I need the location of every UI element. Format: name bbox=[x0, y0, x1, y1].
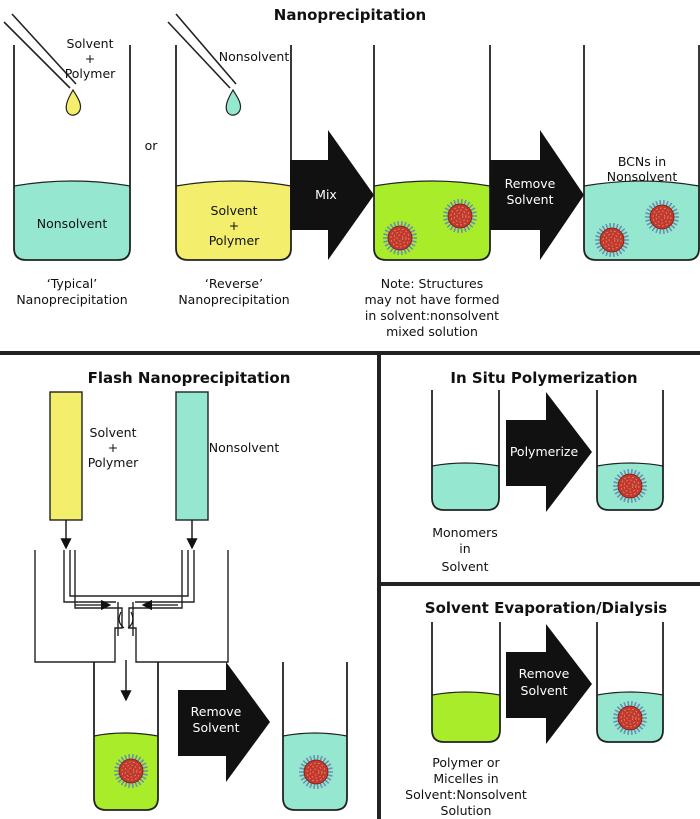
particle bbox=[613, 469, 647, 503]
evap-title: Solvent Evaporation/Dialysis bbox=[425, 599, 667, 617]
caption2-line1: ‘Reverse’ bbox=[205, 276, 263, 291]
pipette1-label-2: + bbox=[85, 51, 95, 66]
arrow-remove-solvent-flash bbox=[178, 662, 270, 782]
flash-title: Flash Nanoprecipitation bbox=[88, 369, 291, 387]
tube-monomers bbox=[431, 390, 500, 511]
drop-yellow bbox=[65, 88, 82, 116]
tube1-fill-label: Nonsolvent bbox=[37, 216, 108, 231]
evap-arrow-label-2: Solvent bbox=[521, 683, 568, 698]
tube-evap-mixed bbox=[431, 622, 501, 743]
evap-caption-2: Micelles in bbox=[433, 771, 498, 786]
evap-caption-4: Solution bbox=[441, 803, 492, 818]
evap-arrow-label-1: Remove bbox=[519, 666, 570, 681]
flash-arrow-label-1: Remove bbox=[191, 704, 242, 719]
insitu-caption-1: Monomers bbox=[432, 525, 498, 540]
inlet1-label-3: Polymer bbox=[88, 455, 139, 470]
pipette1-label-3: Polymer bbox=[65, 66, 116, 81]
pipette-1 bbox=[3, 13, 82, 116]
inlet2-label: Nonsolvent bbox=[209, 440, 280, 455]
evap-caption-1: Polymer or bbox=[432, 755, 500, 770]
tube4-label-1: BCNs in bbox=[618, 154, 666, 169]
particle bbox=[299, 755, 333, 789]
arrow-mix-label: Mix bbox=[315, 187, 337, 202]
drop-cyan bbox=[225, 88, 242, 116]
inlet1-label-1: Solvent bbox=[90, 425, 137, 440]
caption3-line4: mixed solution bbox=[386, 324, 478, 339]
arrow-remove-solvent-top bbox=[490, 130, 584, 260]
tube2-fill-label-2: + bbox=[229, 218, 239, 233]
top-title: Nanoprecipitation bbox=[274, 6, 426, 24]
pipette1-label-1: Solvent bbox=[67, 36, 114, 51]
or-label: or bbox=[145, 138, 159, 153]
particle bbox=[114, 754, 148, 788]
inlet-nonsolvent bbox=[175, 391, 209, 521]
particle bbox=[383, 221, 417, 255]
arrow2-label-1: Remove bbox=[505, 176, 556, 191]
caption3-line3: in solvent:nonsolvent bbox=[365, 308, 499, 323]
tube-typical bbox=[13, 45, 131, 261]
inlet-solvent-polymer bbox=[49, 391, 83, 521]
mixer-device bbox=[34, 550, 229, 663]
insitu-caption-3: Solvent bbox=[442, 559, 489, 574]
caption3-line1: Note: Structures bbox=[381, 276, 483, 291]
arrow2-label-2: Solvent bbox=[507, 192, 554, 207]
caption2-line2: Nanoprecipitation bbox=[178, 292, 289, 307]
tube2-fill-label-1: Solvent bbox=[211, 203, 258, 218]
caption1-line1: ‘Typical’ bbox=[47, 276, 97, 291]
particle bbox=[443, 199, 477, 233]
evap-caption-3: Solvent:Nonsolvent bbox=[405, 787, 527, 802]
insitu-arrow-label: Polymerize bbox=[510, 444, 579, 459]
mixing-vortex bbox=[118, 611, 134, 629]
arrow-remove-solvent-evap bbox=[506, 624, 592, 744]
particle bbox=[595, 223, 629, 257]
tube-flash-final bbox=[282, 662, 348, 811]
flash-arrow-label-2: Solvent bbox=[193, 720, 240, 735]
arrow-mix bbox=[290, 130, 374, 260]
tube-bcns bbox=[583, 45, 700, 261]
particle bbox=[645, 200, 679, 234]
tube-mixed bbox=[373, 45, 491, 261]
particle bbox=[613, 701, 647, 735]
tube4-label-2: Nonsolvent bbox=[607, 169, 678, 184]
caption1-line2: Nanoprecipitation bbox=[16, 292, 127, 307]
pipette-2 bbox=[167, 13, 242, 116]
inlet1-label-2: + bbox=[108, 440, 118, 455]
tube-reverse bbox=[175, 45, 292, 261]
arrow-polymerize bbox=[506, 392, 592, 512]
pipette2-label: Nonsolvent bbox=[219, 49, 290, 64]
insitu-title: In Situ Polymerization bbox=[450, 369, 637, 387]
insitu-caption-2: in bbox=[459, 541, 470, 556]
caption3-line2: may not have formed bbox=[364, 292, 499, 307]
tube2-fill-label-3: Polymer bbox=[209, 233, 260, 248]
